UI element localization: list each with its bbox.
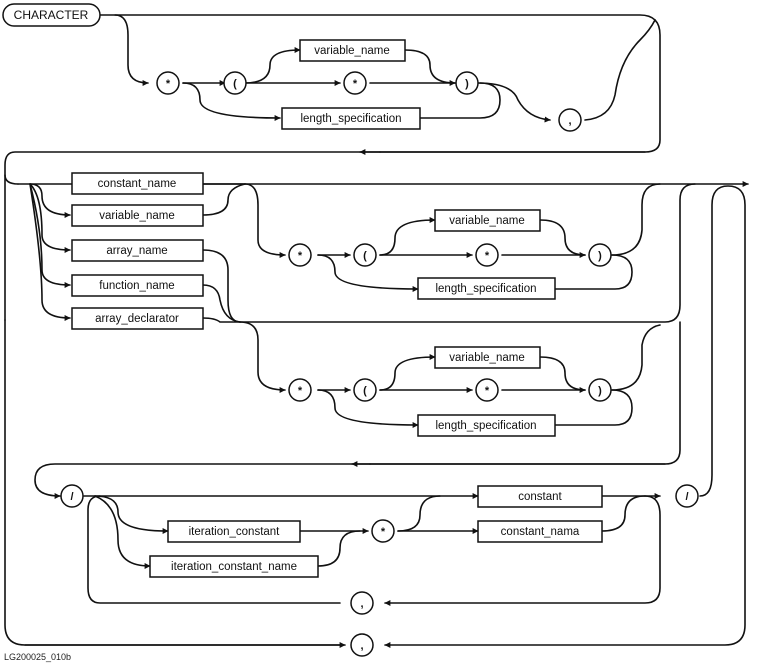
row2-array-name-box: array_name bbox=[71, 239, 204, 262]
svg-text:constant_name: constant_name bbox=[98, 178, 177, 190]
svg-text:): ) bbox=[598, 385, 602, 397]
row3-star: * bbox=[371, 519, 395, 543]
row3-slash-end: / bbox=[675, 484, 699, 508]
svg-text:length_specification: length_specification bbox=[300, 113, 401, 125]
svg-text:length_specification: length_specification bbox=[435, 420, 536, 432]
figure-id: LG200025_010b bbox=[4, 652, 72, 662]
lower-star: * bbox=[288, 378, 312, 402]
svg-text:,: , bbox=[360, 598, 363, 610]
svg-text:variable_name: variable_name bbox=[449, 215, 524, 227]
row3-iteration-constant-name-box: iteration_constant_name bbox=[149, 555, 319, 578]
svg-text:variable_name: variable_name bbox=[314, 45, 389, 57]
svg-text:): ) bbox=[598, 250, 602, 262]
svg-text:(: ( bbox=[363, 385, 367, 397]
keyword-character: CHARACTER bbox=[2, 3, 101, 27]
row3-loop-comma: , bbox=[350, 591, 374, 615]
row1-lparen: ( bbox=[223, 71, 247, 95]
svg-text:CHARACTER: CHARACTER bbox=[14, 8, 89, 22]
lower-length-spec-box: length_specification bbox=[417, 414, 556, 437]
svg-text:*: * bbox=[298, 250, 303, 262]
svg-text:*: * bbox=[353, 78, 358, 90]
svg-text:array_declarator: array_declarator bbox=[95, 313, 179, 325]
svg-text:,: , bbox=[360, 640, 363, 652]
lower-star-mid: * bbox=[475, 378, 499, 402]
svg-text:*: * bbox=[485, 385, 490, 397]
svg-text:*: * bbox=[485, 250, 490, 262]
lower-rparen: ) bbox=[588, 378, 612, 402]
row1-wires bbox=[4, 14, 661, 185]
svg-text:variable_name: variable_name bbox=[449, 352, 524, 364]
row2-function-name-box: function_name bbox=[71, 274, 204, 297]
svg-text:(: ( bbox=[233, 78, 237, 90]
row3-iteration-constant-box: iteration_constant bbox=[167, 520, 301, 543]
upper-lparen: ( bbox=[353, 243, 377, 267]
svg-text:iteration_constant: iteration_constant bbox=[189, 526, 281, 538]
svg-text:array_name: array_name bbox=[106, 245, 167, 257]
upper-star: * bbox=[288, 243, 312, 267]
lower-lparen: ( bbox=[353, 378, 377, 402]
row2-constant-name-box: constant_name bbox=[71, 172, 204, 195]
svg-text:constant_nama: constant_nama bbox=[501, 526, 580, 538]
row2-array-declarator-box: array_declarator bbox=[71, 307, 204, 330]
row1-comma: , bbox=[558, 108, 582, 132]
upper-rparen: ) bbox=[588, 243, 612, 267]
upper-variable-name-box: variable_name bbox=[434, 209, 541, 232]
svg-text:*: * bbox=[166, 78, 171, 90]
upper-length-spec-box: length_specification bbox=[417, 277, 556, 300]
row3-constant-box: constant bbox=[477, 485, 603, 508]
row3-wires bbox=[24, 185, 746, 648]
row1-rparen: ) bbox=[455, 71, 479, 95]
row3-slash-start: / bbox=[60, 484, 84, 508]
lower-variable-name-box: variable_name bbox=[434, 346, 541, 369]
row1-variable-name-box: variable_name bbox=[299, 39, 406, 62]
svg-text:*: * bbox=[298, 385, 303, 397]
svg-text:/: / bbox=[685, 491, 688, 503]
row1-star: * bbox=[156, 71, 180, 95]
svg-text:/: / bbox=[70, 491, 73, 503]
bottom-comma: , bbox=[350, 633, 374, 657]
svg-text:constant: constant bbox=[518, 491, 562, 503]
svg-text:variable_name: variable_name bbox=[99, 210, 174, 222]
row2-variable-name-box: variable_name bbox=[71, 204, 204, 227]
svg-text:length_specification: length_specification bbox=[435, 283, 536, 295]
svg-text:*: * bbox=[381, 526, 386, 538]
svg-text:iteration_constant_name: iteration_constant_name bbox=[171, 561, 297, 573]
upper-star-mid: * bbox=[475, 243, 499, 267]
row1-length-spec-box: length_specification bbox=[281, 107, 421, 130]
svg-text:): ) bbox=[465, 78, 469, 90]
row3-constant-nama-box: constant_nama bbox=[477, 520, 603, 543]
svg-text:(: ( bbox=[363, 250, 367, 262]
row1-star-mid: * bbox=[343, 71, 367, 95]
svg-text:function_name: function_name bbox=[99, 280, 174, 292]
svg-text:,: , bbox=[568, 115, 571, 127]
